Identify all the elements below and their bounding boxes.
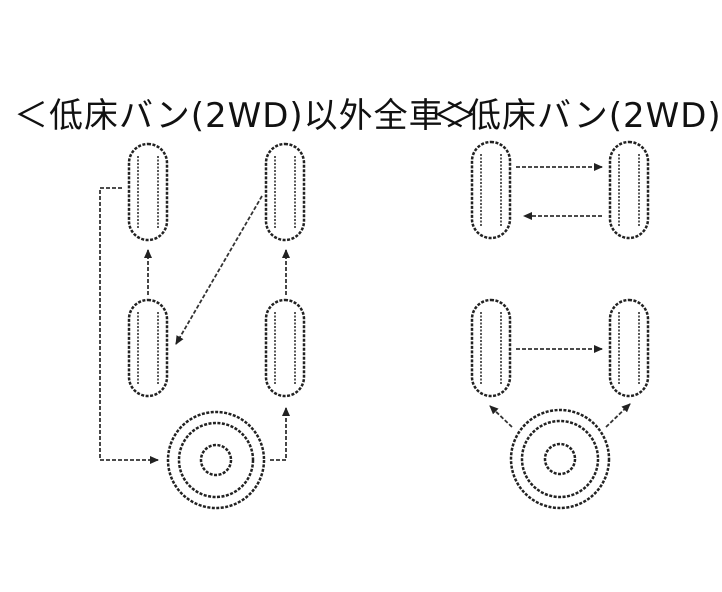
spare-tire bbox=[166, 410, 266, 510]
right-rotation-pattern bbox=[470, 140, 650, 510]
rear-left-tire bbox=[470, 298, 512, 398]
arrow-front-left-to-spare bbox=[99, 187, 159, 464]
front-left-tire bbox=[127, 142, 169, 242]
diagram-title-other-vehicles: ＜低床バン(2WD)以外全車＞ bbox=[14, 96, 479, 136]
arrow-spare-to-rear-right bbox=[270, 407, 290, 461]
front-left-tire bbox=[470, 140, 512, 240]
rear-left-tire bbox=[127, 298, 169, 398]
front-right-tire bbox=[608, 140, 650, 240]
arrow-spare-to-rear-right bbox=[605, 403, 631, 428]
arrow-spare-to-rear-left bbox=[489, 405, 513, 428]
rear-right-tire bbox=[608, 298, 650, 398]
front-right-tire bbox=[264, 142, 306, 242]
arrow-front-right-to-rear-left bbox=[175, 195, 263, 345]
diagram-title-low-floor-van: ＜低床バン(2WD)＞ bbox=[432, 96, 722, 136]
left-rotation-pattern bbox=[99, 142, 306, 510]
spare-tire bbox=[509, 408, 611, 510]
rear-right-tire bbox=[264, 298, 306, 398]
